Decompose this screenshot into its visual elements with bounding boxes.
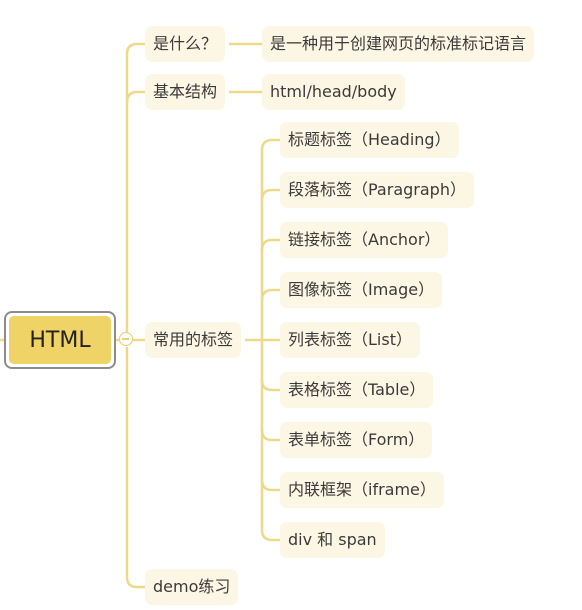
tag-node-heading[interactable]: 标题标签（Heading） <box>280 122 459 158</box>
tag-node-anchor[interactable]: 链接标签（Anchor） <box>280 222 449 258</box>
branch-what-definition[interactable]: 是一种用于创建网页的标准标记语言 <box>262 26 535 62</box>
branch-what[interactable]: 是什么？ <box>145 26 226 62</box>
tag-node-form[interactable]: 表单标签（Form） <box>280 422 433 458</box>
tag-node-iframe[interactable]: 内联框架（iframe） <box>280 472 444 508</box>
branch-structure[interactable]: 基本结构 <box>145 74 226 110</box>
tag-node-image[interactable]: 图像标签（Image） <box>280 272 443 308</box>
branch-demo[interactable]: demo练习 <box>145 569 239 605</box>
root-node-label: HTML <box>9 316 111 364</box>
tag-node-paragraph[interactable]: 段落标签（Paragraph） <box>280 172 474 208</box>
tag-node-list[interactable]: 列表标签（List） <box>280 322 420 358</box>
collapse-toggle-icon[interactable] <box>119 332 133 346</box>
branch-common-tags[interactable]: 常用的标签 <box>145 322 242 358</box>
tag-node-table[interactable]: 表格标签（Table） <box>280 372 434 408</box>
branch-structure-detail[interactable]: html/head/body <box>262 74 405 110</box>
root-node[interactable]: HTML <box>4 311 116 369</box>
tag-node-div-span[interactable]: div 和 span <box>280 522 385 558</box>
